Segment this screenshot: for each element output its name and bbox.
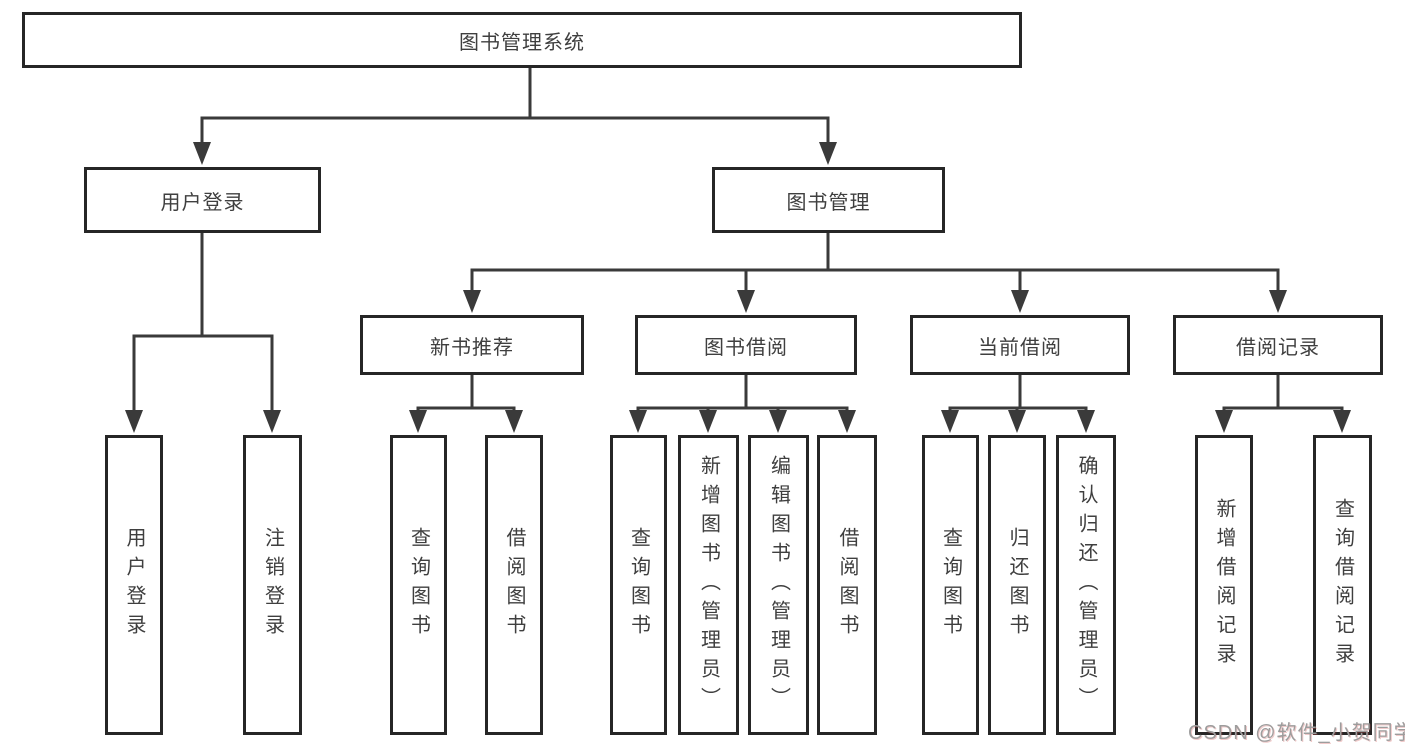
node-book-borrowing-label: 图书借阅 — [704, 336, 788, 359]
leaf-current-return: 归还图书 — [988, 435, 1046, 735]
leaf-logout: 注销登录 — [243, 435, 302, 735]
arrow-down-icon — [838, 410, 856, 433]
leaf-records-query-label: 查询借阅记录 — [1331, 498, 1354, 672]
node-root-label: 图书管理系统 — [459, 31, 585, 54]
arrow-down-icon — [629, 410, 647, 433]
leaf-borrowing-add-label: 新增图书（管理员） — [697, 454, 720, 716]
connector-root-to-level2 — [200, 66, 830, 146]
node-root: 图书管理系统 — [22, 12, 1022, 68]
arrow-down-icon — [1269, 290, 1287, 313]
node-book-management: 图书管理 — [712, 167, 945, 233]
node-borrow-records: 借阅记录 — [1173, 315, 1383, 375]
arrow-down-icon — [193, 142, 211, 165]
node-current-borrowing: 当前借阅 — [910, 315, 1130, 375]
leaf-records-add-label: 新增借阅记录 — [1213, 498, 1235, 672]
arrow-down-icon — [819, 142, 837, 165]
arrow-down-icon — [409, 410, 427, 433]
leaf-user-login: 用户登录 — [105, 435, 163, 735]
node-current-borrowing-label: 当前借阅 — [978, 336, 1062, 359]
leaf-borrowing-query-label: 查询图书 — [627, 527, 650, 643]
connector-userlogin-to-leaves — [132, 231, 274, 414]
node-book-management-label: 图书管理 — [786, 191, 871, 214]
leaf-current-query-label: 查询图书 — [939, 527, 962, 643]
arrow-down-icon — [737, 290, 755, 313]
node-user-login-label: 用户登录 — [160, 191, 245, 214]
node-borrow-records-label: 借阅记录 — [1236, 336, 1320, 359]
node-new-book-recommend: 新书推荐 — [360, 315, 584, 375]
node-book-borrowing: 图书借阅 — [635, 315, 857, 375]
leaf-newbooks-borrow-label: 借阅图书 — [503, 527, 525, 643]
connector-bookmgmt-to-level3 — [470, 231, 1280, 294]
leaf-borrowing-edit: 编辑图书（管理员） — [748, 435, 809, 735]
arrow-down-icon — [1077, 410, 1095, 433]
leaf-borrowing-borrow: 借阅图书 — [817, 435, 877, 735]
arrow-down-icon — [505, 410, 523, 433]
arrow-down-icon — [125, 410, 143, 433]
leaf-logout-label: 注销登录 — [261, 527, 284, 643]
leaf-borrowing-add: 新增图书（管理员） — [678, 435, 739, 735]
connector-records-to-leaves — [1222, 373, 1344, 414]
arrow-down-icon — [263, 410, 281, 433]
leaf-newbooks-borrow: 借阅图书 — [485, 435, 543, 735]
leaf-borrowing-edit-label: 编辑图书（管理员） — [767, 454, 790, 716]
leaf-records-add: 新增借阅记录 — [1195, 435, 1253, 735]
leaf-current-return-label: 归还图书 — [1006, 527, 1028, 643]
leaf-newbooks-query: 查询图书 — [390, 435, 447, 735]
leaf-current-confirm-return: 确认归还（管理员） — [1056, 435, 1116, 735]
csdn-watermark: CSDN @软件_小贺同学 — [1188, 722, 1405, 744]
leaf-newbooks-query-label: 查询图书 — [407, 527, 430, 643]
leaf-current-confirm-return-label: 确认归还（管理员） — [1075, 454, 1097, 716]
arrow-down-icon — [463, 290, 481, 313]
connector-borrowing-to-leaves — [636, 373, 849, 414]
arrow-down-icon — [941, 410, 959, 433]
arrow-down-icon — [699, 410, 717, 433]
arrow-down-icon — [1333, 410, 1351, 433]
arrow-down-icon — [1215, 410, 1233, 433]
arrow-down-icon — [1011, 290, 1029, 313]
leaf-borrowing-query: 查询图书 — [610, 435, 667, 735]
leaf-user-login-label: 用户登录 — [123, 527, 145, 643]
arrow-down-icon — [1008, 410, 1026, 433]
leaf-current-query: 查询图书 — [922, 435, 979, 735]
arrow-down-icon — [769, 410, 787, 433]
node-user-login: 用户登录 — [84, 167, 321, 233]
leaf-records-query: 查询借阅记录 — [1313, 435, 1372, 735]
node-new-book-recommend-label: 新书推荐 — [430, 336, 514, 359]
connector-newbooks-to-leaves — [416, 373, 516, 414]
leaf-borrowing-borrow-label: 借阅图书 — [836, 527, 858, 643]
connector-current-to-leaves — [948, 373, 1088, 414]
